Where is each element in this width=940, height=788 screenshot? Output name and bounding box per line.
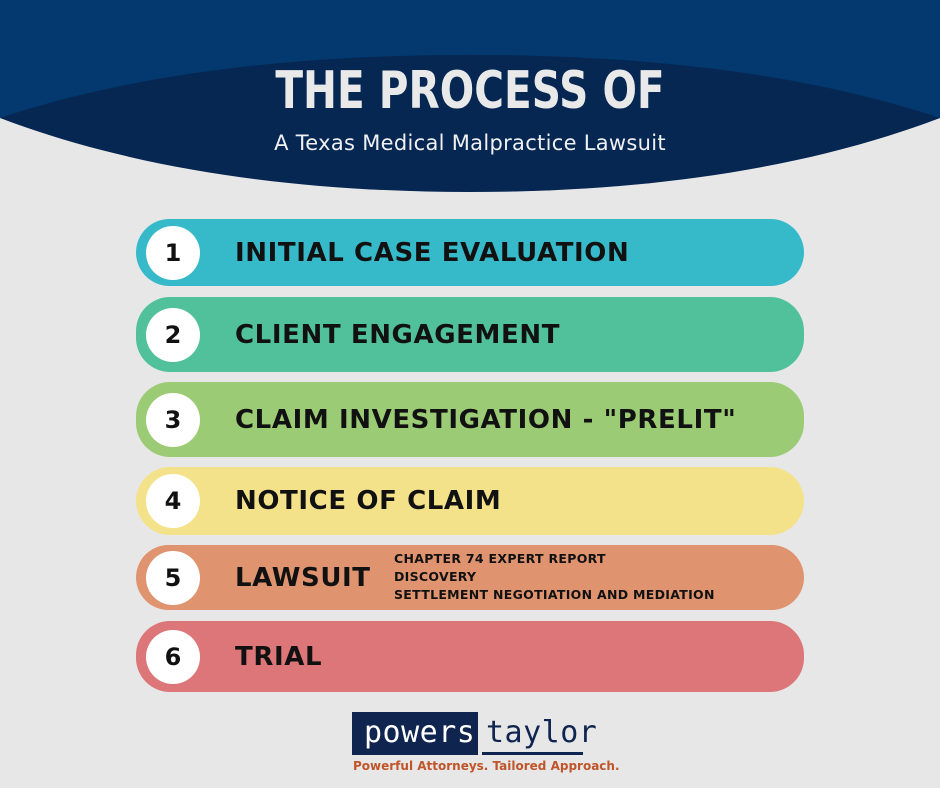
logo-word-powers: powers — [364, 715, 476, 750]
step-6: 6 TRIAL — [136, 621, 804, 692]
step-label: NOTICE OF CLAIM — [235, 486, 502, 516]
step-number-circle: 3 — [146, 392, 200, 447]
step-number-circle: 5 — [146, 550, 200, 605]
step-number-circle: 1 — [146, 225, 200, 280]
logo-word-taylor: taylor — [486, 715, 598, 750]
sub-item: DISCOVERY — [394, 569, 477, 584]
powers-taylor-logo: powers taylor Powerful Attorneys. Tailor… — [352, 712, 620, 782]
step-1: 1 INITIAL CASE EVALUATION — [136, 219, 804, 286]
sub-item: SETTLEMENT NEGOTIATION AND MEDIATION — [394, 587, 715, 602]
lawsuit-sub-items: CHAPTER 74 EXPERT REPORT DISCOVERY SETTL… — [394, 550, 715, 604]
step-3: 3 CLAIM INVESTIGATION - "PRELIT" — [136, 382, 804, 457]
step-4: 4 NOTICE OF CLAIM — [136, 467, 804, 535]
step-label: LAWSUIT — [235, 562, 371, 593]
step-2: 2 CLIENT ENGAGEMENT — [136, 297, 804, 372]
step-number-circle: 6 — [146, 629, 200, 684]
step-number-circle: 2 — [146, 307, 200, 362]
step-label: CLAIM INVESTIGATION - "PRELIT" — [235, 404, 737, 435]
page-title: THE PROCESS OF — [275, 61, 665, 121]
step-5: 5 LAWSUIT CHAPTER 74 EXPERT REPORT DISCO… — [136, 545, 804, 610]
step-label: CLIENT ENGAGEMENT — [235, 319, 561, 350]
step-number-circle: 4 — [146, 474, 200, 528]
sub-item: CHAPTER 74 EXPERT REPORT — [394, 551, 606, 566]
header-banner: THE PROCESS OF A Texas Medical Malpracti… — [0, 0, 940, 200]
page-subtitle: A Texas Medical Malpractice Lawsuit — [274, 131, 666, 155]
logo-tagline: Powerful Attorneys. Tailored Approach. — [353, 759, 620, 773]
step-label: INITIAL CASE EVALUATION — [235, 237, 630, 268]
step-label: TRIAL — [235, 641, 323, 672]
logo-dark-box: powers — [352, 712, 478, 755]
header-background — [0, 0, 940, 200]
header-arc — [0, 55, 940, 192]
logo-underline — [482, 752, 583, 755]
